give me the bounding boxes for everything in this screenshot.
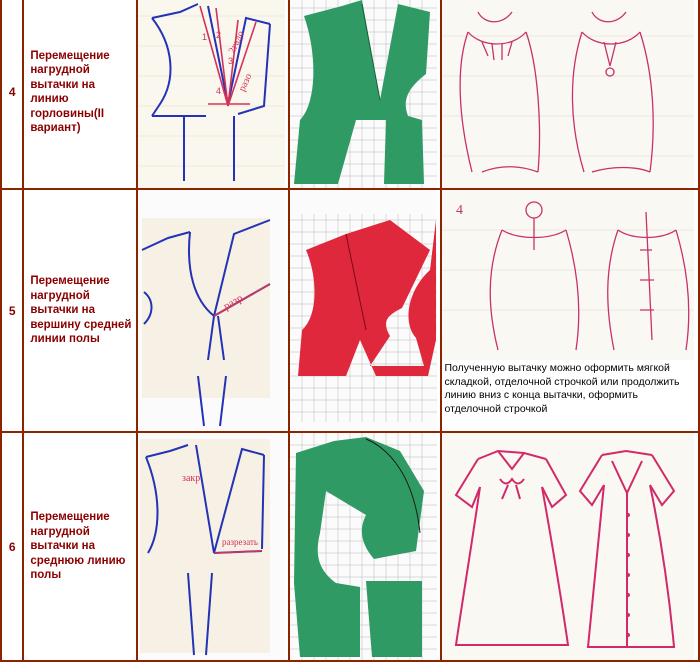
drawing-annotation: закр (182, 473, 200, 484)
table-row: 4 Перемещение нагрудной вытачки на линию… (2, 0, 698, 188)
pattern-drawing-cell: разр (138, 190, 288, 431)
model-sketch: 4 (441, 190, 694, 360)
model-sketch-cell (441, 433, 698, 660)
pattern-drawing-cell: 2гадо разо 1 2 3 4 (138, 0, 288, 188)
drawing-annotation: 1 (202, 32, 207, 42)
row-title: Перемещение нагрудной вытачки на среднюю… (24, 433, 137, 660)
paper-model (289, 433, 437, 660)
row-number: 6 (2, 433, 23, 660)
model-sketch (441, 0, 694, 188)
model-sketch-cell (441, 0, 698, 188)
paper-model-cell (289, 0, 440, 188)
sketch-caption: Полученную вытачку можно оформить мягкой… (444, 362, 680, 415)
row-title: Перемещение нагрудной вытачки на линию г… (24, 0, 137, 188)
row-title: Перемещение нагрудной вытачки на вершину… (24, 190, 137, 431)
drawing-annotation: 4 (216, 86, 221, 96)
paper-model (289, 190, 437, 431)
pattern-drawing: 2гадо разо 1 2 3 4 (138, 0, 286, 188)
drawing-annotation: 4 (456, 203, 463, 218)
pattern-drawing-cell: закр разрезать (138, 433, 288, 660)
drawing-annotation: разрезать (222, 537, 258, 547)
row-number: 5 (2, 190, 23, 431)
pattern-drawing: разр (138, 190, 286, 431)
drawing-annotation: 2 (216, 30, 221, 40)
row-number: 4 (2, 0, 23, 188)
paper-model (289, 0, 437, 188)
paper-model-cell (289, 190, 440, 431)
model-sketch-cell: 4 Полученную вытачку можно оформить мягк… (441, 190, 698, 431)
paper-model-cell (289, 433, 440, 660)
drawing-annotation: 3 (228, 56, 233, 66)
pattern-drawing: закр разрезать (138, 433, 286, 660)
table-row: 5 Перемещение нагрудной вытачки на верши… (2, 190, 698, 431)
table-row: 6 Перемещение нагрудной вытачки на средн… (2, 433, 698, 660)
model-sketch (441, 433, 694, 660)
